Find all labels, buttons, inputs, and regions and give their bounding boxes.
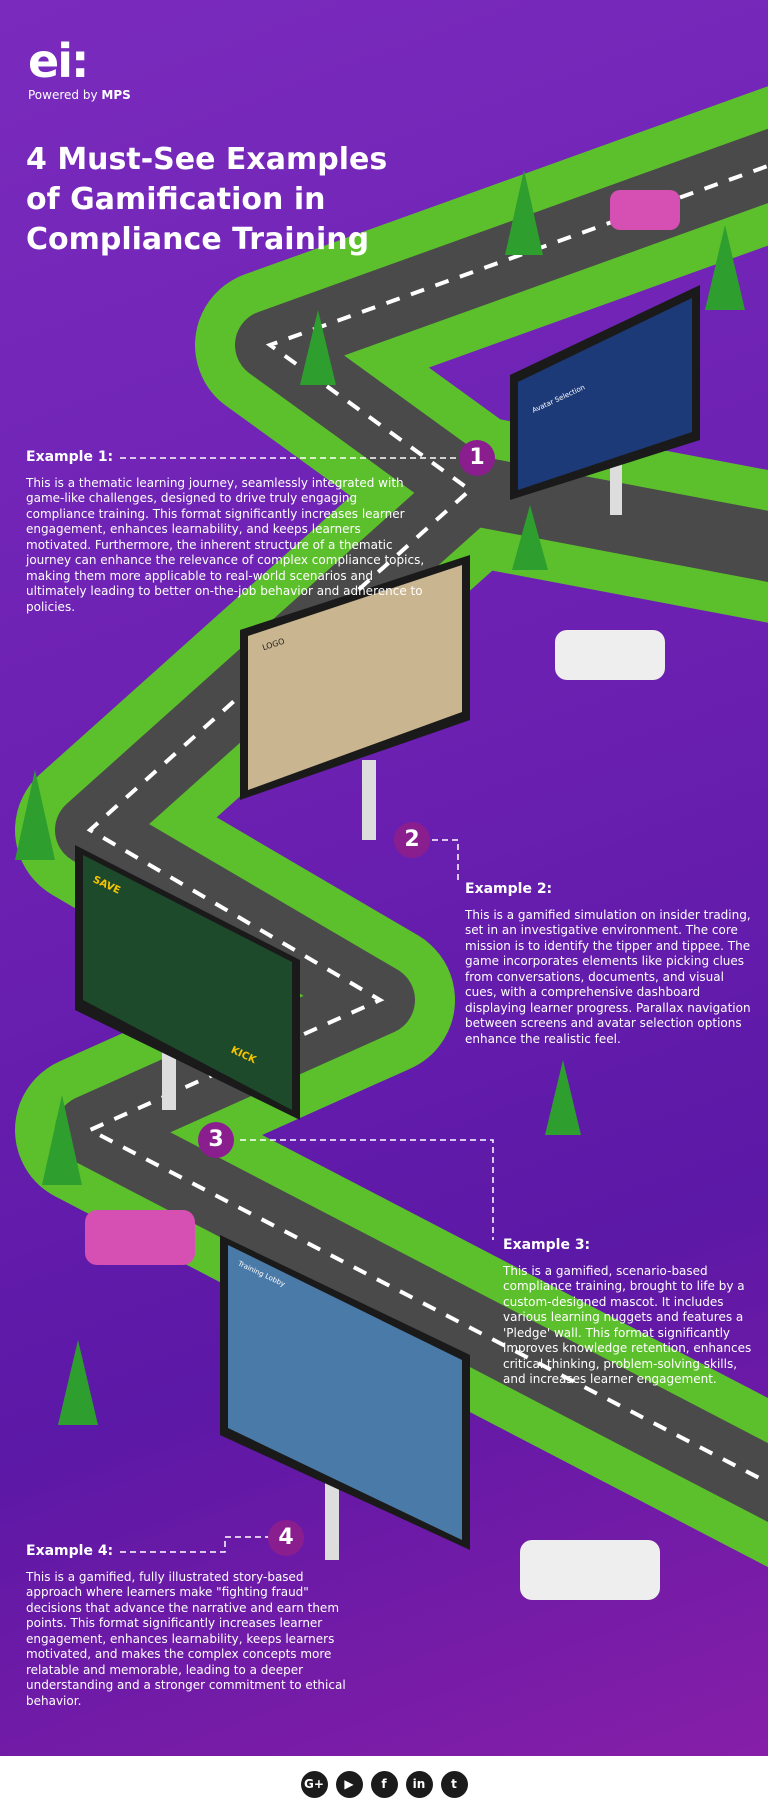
example-3: Example 3: This is a gamified, scenario-… [503, 1237, 763, 1388]
linkedin-icon[interactable]: in [405, 1770, 433, 1798]
brand-logo: ei: Powered by MPS [28, 38, 131, 102]
number-badge-4: 4 [268, 1520, 304, 1556]
number-badge-2: 2 [394, 822, 430, 858]
footer-social-bar: G+ ▶ f in t [0, 1756, 768, 1812]
billboard-4 [220, 1235, 470, 1560]
billboard-1 [510, 285, 700, 515]
example-heading: Example 3: [503, 1237, 591, 1253]
company-name: MPS [101, 88, 131, 102]
example-text: This is a thematic learning journey, sea… [26, 475, 425, 614]
example-text: This is a gamified, fully illustrated st… [26, 1569, 346, 1708]
number-badge-1: 1 [459, 440, 495, 476]
car [610, 190, 680, 230]
car [520, 1540, 660, 1600]
twitter-icon[interactable]: t [440, 1770, 468, 1798]
car [85, 1210, 195, 1265]
example-heading: Example 4: [26, 1543, 114, 1559]
car [555, 630, 665, 680]
number-badge-3: 3 [198, 1122, 234, 1158]
example-2: Example 2: This is a gamified simulation… [465, 881, 755, 1047]
example-text: This is a gamified, scenario-based compl… [503, 1263, 752, 1387]
example-4: Example 4: This is a gamified, fully ill… [26, 1543, 346, 1709]
road-dashes [85, 163, 768, 1485]
powered-by: Powered by [28, 88, 98, 102]
example-1: Example 1: This is a thematic learning j… [26, 449, 426, 615]
example-text: This is a gamified simulation on insider… [465, 907, 751, 1046]
billboard-3 [75, 845, 300, 1120]
billboard-2 [240, 555, 470, 840]
page-title: 4 Must-See Examples of Gamification in C… [26, 142, 388, 257]
youtube-icon[interactable]: ▶ [335, 1770, 363, 1798]
logo-mark: ei: [28, 34, 89, 88]
example-heading: Example 2: [465, 881, 553, 897]
google-plus-icon[interactable]: G+ [300, 1770, 328, 1798]
connector-lines [120, 457, 494, 1553]
facebook-icon[interactable]: f [370, 1770, 398, 1798]
example-heading: Example 1: [26, 449, 114, 465]
tree [15, 170, 745, 1425]
